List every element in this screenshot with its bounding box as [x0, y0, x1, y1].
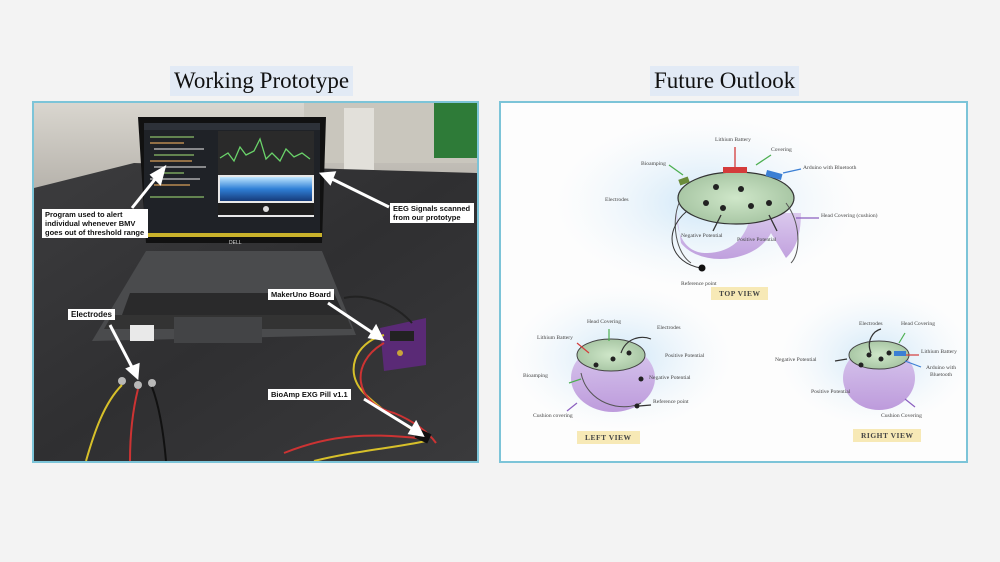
eeg-callout: EEG Signals scanned from our prototype	[390, 203, 474, 223]
top-arduino-label: Arduino with Bluetooth	[803, 165, 857, 171]
top-head-covering-label: Head Covering (cushion)	[821, 213, 878, 219]
left-head-covering-label: Head Covering	[587, 319, 622, 325]
working-prototype-title: Working Prototype	[170, 66, 354, 96]
right-battery-label: Lithium Battery	[921, 349, 957, 355]
right-head-covering-label: Head Covering	[901, 321, 936, 327]
left-electrodes-label: Electrodes	[657, 325, 681, 331]
left-view-tag: LEFT VIEW	[577, 431, 640, 444]
laptop-logo: DELL	[229, 240, 242, 246]
right-electrodes-label: Electrodes	[859, 321, 883, 327]
top-view-tag: TOP VIEW	[711, 287, 769, 300]
top-battery-label: Lithium Battery	[715, 137, 751, 143]
right-positive-label: Positive Potential	[811, 389, 851, 395]
right-cushion-label: Cushion Covering	[881, 413, 922, 419]
top-reference-label: Reference point	[681, 281, 717, 287]
headset-sketches	[511, 118, 966, 430]
top-bioamp-label: Bioamping	[641, 161, 666, 167]
top-covering-label: Covering	[771, 147, 792, 153]
makeruno-callout: MakerUno Board	[268, 289, 335, 300]
prototype-photo: DELL	[34, 103, 477, 461]
bioamp-callout: BioAmp EXG Pill v1.1	[268, 389, 351, 400]
future-outlook-panel: Lithium Battery Covering Arduino with Bl…	[499, 101, 968, 463]
electrodes-callout: Electrodes	[68, 309, 115, 320]
top-negative-label: Negative Potential	[681, 233, 723, 239]
left-battery-label: Lithium Battery	[537, 335, 573, 341]
left-cushion-label: Cushion covering	[533, 413, 573, 419]
right-arduino-label: Arduino with Bluetooth	[926, 365, 956, 378]
right-negative-label: Negative Potential	[775, 357, 817, 363]
left-reference-label: Reference point	[653, 399, 689, 405]
left-positive-label: Positive Potential	[665, 353, 705, 359]
left-bioamp-label: Bioamping	[523, 373, 548, 379]
right-view-tag: RIGHT VIEW	[853, 429, 922, 442]
prototype-photo-panel: DELL Program used to	[32, 101, 479, 463]
top-electrodes-label: Electrodes	[605, 197, 629, 203]
future-outlook-title: Future Outlook	[650, 66, 800, 96]
left-negative-label: Negative Potential	[649, 375, 691, 381]
top-positive-label: Positive Potential	[737, 237, 777, 243]
program-callout: Program used to alert individual wheneve…	[42, 209, 148, 238]
